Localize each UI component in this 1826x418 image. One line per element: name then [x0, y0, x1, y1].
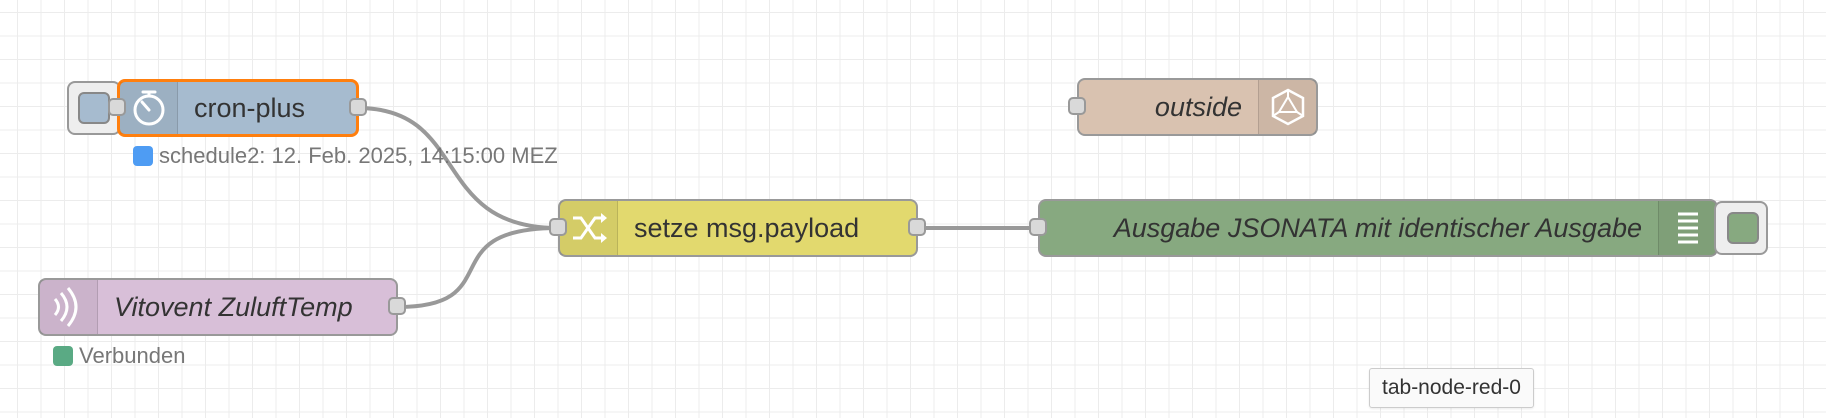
status-dot-blue: [133, 146, 153, 166]
change-output-port[interactable]: [908, 218, 926, 236]
vitovent-status: Verbunden: [53, 343, 185, 369]
change-node[interactable]: setze msg.payload: [558, 199, 918, 257]
shuffle-icon: [560, 201, 618, 255]
debug-node[interactable]: Ausgabe JSONATA mit identischer Ausgabe: [1038, 199, 1718, 257]
debug-label: Ausgabe JSONATA mit identischer Ausgabe: [1113, 212, 1642, 243]
change-input-port[interactable]: [549, 218, 567, 236]
cron-plus-status-text: schedule2: 12. Feb. 2025, 14:15:00 MEZ: [159, 143, 558, 168]
wire-vitovent-to-change: [397, 226, 559, 309]
cron-plus-inject-inner: [78, 92, 110, 124]
vitovent-node[interactable]: Vitovent ZuluftTemp: [38, 278, 398, 336]
vitovent-status-text: Verbunden: [79, 343, 186, 368]
list-icon: [1658, 201, 1716, 255]
outside-input-port[interactable]: [1068, 97, 1086, 115]
outside-node[interactable]: outside: [1077, 78, 1318, 136]
tab-tooltip: tab-node-red-0: [1369, 368, 1534, 408]
cron-plus-status: schedule2: 12. Feb. 2025, 14:15:00 MEZ: [133, 143, 558, 169]
timer-icon: [120, 82, 178, 134]
vitovent-output-port[interactable]: [388, 297, 406, 315]
cron-plus-label: cron-plus: [194, 92, 306, 123]
debug-toggle-inner: [1727, 212, 1759, 244]
cron-plus-output-port[interactable]: [349, 98, 367, 116]
status-dot-green: [53, 346, 73, 366]
wireless-icon: [40, 280, 98, 334]
debug-input-port[interactable]: [1029, 218, 1047, 236]
vitovent-label: Vitovent ZuluftTemp: [114, 291, 353, 322]
debug-toggle-button[interactable]: [1714, 201, 1768, 255]
cron-plus-input-port[interactable]: [108, 98, 126, 116]
outside-label: outside: [1154, 91, 1242, 122]
cron-plus-node[interactable]: cron-plus: [117, 79, 359, 137]
polyhedron-icon: [1258, 80, 1316, 134]
change-label: setze msg.payload: [634, 212, 860, 243]
